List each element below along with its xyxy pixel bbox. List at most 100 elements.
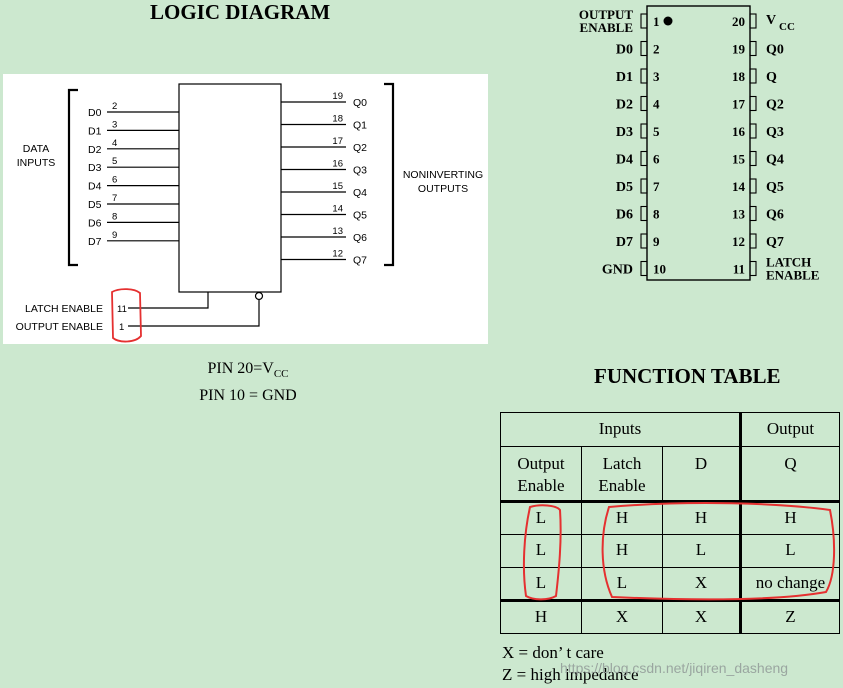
pinout-left-pins: 1OUTPUTENABLE2D03D14D25D36D47D58D69D710G… <box>579 7 666 278</box>
table-cell: X <box>662 600 742 634</box>
output-label-q0: Q0 <box>353 97 367 109</box>
table-cell: H <box>581 534 663 568</box>
output-header: Output <box>740 412 840 447</box>
output-label-q2: Q2 <box>353 142 367 154</box>
output-enable-highlight <box>522 504 562 601</box>
pin-stub-3 <box>640 68 648 84</box>
pin-name-20: V <box>766 13 776 28</box>
pin-stub-17 <box>749 95 757 112</box>
output-pin-13: 13 <box>332 226 343 237</box>
table-cell: no change <box>740 567 840 601</box>
pin-name-15: Q4 <box>766 153 784 168</box>
pin-name-20-sub: CC <box>779 21 795 33</box>
input-label-d7: D7 <box>88 236 102 248</box>
table-cell: H <box>500 600 582 634</box>
pin-number-12: 12 <box>732 234 745 249</box>
pin-stub-12 <box>749 233 757 249</box>
pin-notes: PIN 20=VCC PIN 10 = GND <box>193 358 303 407</box>
pin-name-7: D5 <box>616 180 633 195</box>
pin-number-3: 3 <box>653 69 660 84</box>
output-pin-16: 16 <box>332 159 343 170</box>
pin-number-8: 8 <box>653 207 660 222</box>
pin-name-18: Q <box>766 70 777 85</box>
pin-stub-18 <box>749 68 757 84</box>
pin-name-14: Q5 <box>766 180 784 195</box>
noninverting-label-2: OUTPUTS <box>418 183 468 195</box>
pin-stub-5 <box>640 123 648 139</box>
legend-z-note: Z = high impedance <box>502 665 639 684</box>
pin-stub-19 <box>749 40 757 57</box>
pin-stub-1 <box>640 13 648 29</box>
function-table-title: FUNCTION TABLE <box>594 364 781 388</box>
col-d: D <box>662 446 742 502</box>
pin-name-3: D1 <box>616 70 633 85</box>
latch-enable-line <box>128 292 209 309</box>
pin-number-17: 17 <box>732 97 746 112</box>
pin-number-16: 16 <box>732 124 746 139</box>
pinout-package-body <box>646 5 751 281</box>
col-q: Q <box>740 446 840 502</box>
pin-name-4: D2 <box>616 98 633 113</box>
output-pin-15: 15 <box>332 181 343 192</box>
latch-chip-body <box>178 83 282 293</box>
pin-number-15: 15 <box>732 152 746 167</box>
pin-stub-15 <box>749 150 757 167</box>
data-inputs-label-1: DATA <box>23 143 49 155</box>
table-row: L H L L <box>500 534 840 568</box>
pin-number-13: 13 <box>732 207 746 222</box>
latch-enable-pin: 11 <box>117 304 127 315</box>
pin-number-4: 4 <box>653 97 660 112</box>
table-cell: Z <box>740 600 840 634</box>
pin-number-5: 5 <box>653 124 660 139</box>
pin-stub-20 <box>749 13 757 29</box>
pin-number-7: 7 <box>653 179 660 194</box>
pin-stub-13 <box>749 205 757 222</box>
table-cell: L <box>740 534 840 568</box>
output-pin-14: 14 <box>332 204 343 215</box>
pin-name-11-line1: LATCH <box>766 255 811 270</box>
pin-name-12: Q7 <box>766 235 784 250</box>
function-table-legend: X = don’ t care Z = high impedance <box>502 642 639 686</box>
input-label-d3: D3 <box>88 162 102 174</box>
pin-name-17: Q2 <box>766 98 784 113</box>
table-row: H X X Z <box>500 600 840 634</box>
pin-name-16: Q3 <box>766 125 784 140</box>
table-cell: L <box>662 534 742 568</box>
pin-name-1-line1: OUTPUT <box>579 7 634 22</box>
pin-stub-16 <box>749 123 757 139</box>
gnd-note: PIN 10 = GND <box>199 387 297 405</box>
pin-name-10: GND <box>602 263 633 278</box>
pin-number-1: 1 <box>653 14 660 29</box>
pin-number-6: 6 <box>653 152 660 167</box>
pin-number-2: 2 <box>653 42 660 57</box>
watermark-text: https://blog.csdn.net/jiqiren_dasheng <box>560 660 789 676</box>
output-pin-19: 19 <box>332 91 343 102</box>
output-label-q7: Q7 <box>353 255 367 267</box>
pin-name-2: D0 <box>616 43 633 58</box>
output-enable-pin: 1 <box>119 322 124 333</box>
input-label-d0: D0 <box>88 107 102 119</box>
output-label-q6: Q6 <box>353 232 367 244</box>
input-label-d4: D4 <box>88 181 102 193</box>
input-pin-5: 5 <box>112 156 117 167</box>
pin-name-6: D4 <box>616 153 633 168</box>
pin-number-10: 10 <box>653 262 666 277</box>
table-cell: L <box>500 534 582 568</box>
latch-enable-label: LATCH ENABLE <box>25 303 103 315</box>
pin1-marker-dot <box>663 16 673 26</box>
pin-name-5: D3 <box>616 125 633 140</box>
output-pin-18: 18 <box>332 114 343 125</box>
pin-number-20: 20 <box>732 14 745 29</box>
pin-number-18: 18 <box>732 69 746 84</box>
input-pin-9: 9 <box>112 230 117 241</box>
pin-stub-14 <box>749 178 757 194</box>
input-pin-3: 3 <box>112 119 117 130</box>
pin-stub-10 <box>640 260 648 277</box>
output-pin-12: 12 <box>332 249 343 260</box>
